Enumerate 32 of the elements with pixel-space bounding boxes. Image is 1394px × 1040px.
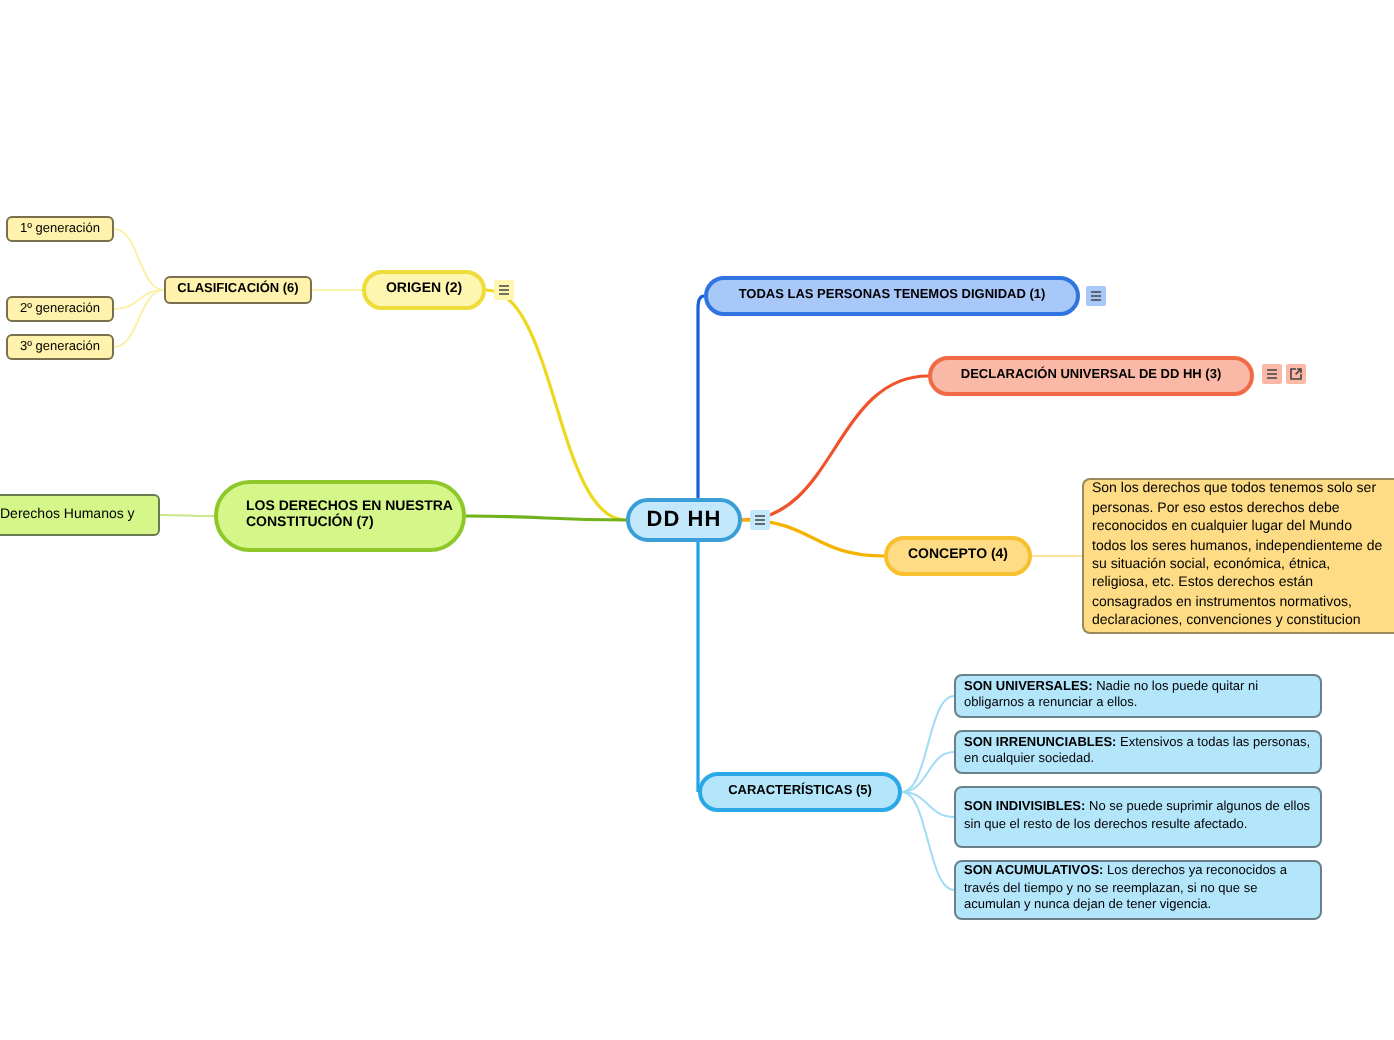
connector-line	[741, 518, 885, 558]
node-text: DD HH	[644, 505, 724, 536]
connector-line	[901, 791, 955, 818]
connector-line	[696, 542, 700, 792]
connector-line	[696, 294, 705, 498]
subtopic-box	[6, 296, 114, 322]
topic-pill	[928, 356, 1254, 396]
text-card	[954, 860, 1322, 920]
connector-line	[113, 289, 165, 348]
subtopic-box	[6, 334, 114, 360]
topic-pill	[704, 276, 1080, 316]
subtopic-box	[6, 216, 114, 242]
connector-line	[113, 289, 165, 310]
text-card	[954, 674, 1322, 718]
connector-line	[741, 374, 929, 522]
subtopic-box	[0, 494, 160, 536]
text-card	[954, 786, 1322, 848]
central-topic	[626, 498, 742, 542]
connector-line	[466, 514, 626, 522]
connector-line	[901, 791, 955, 891]
connector-line	[901, 695, 955, 793]
topic-pill	[214, 480, 466, 552]
connector-line	[159, 514, 215, 517]
connector-line	[1031, 555, 1083, 557]
connector-line	[311, 289, 363, 291]
connector-line	[113, 228, 165, 291]
topic-pill	[698, 772, 902, 812]
connector-line	[901, 751, 955, 793]
topic-pill	[884, 536, 1032, 576]
text-card	[954, 730, 1322, 774]
subtopic-box	[164, 276, 312, 304]
topic-pill	[362, 270, 486, 310]
